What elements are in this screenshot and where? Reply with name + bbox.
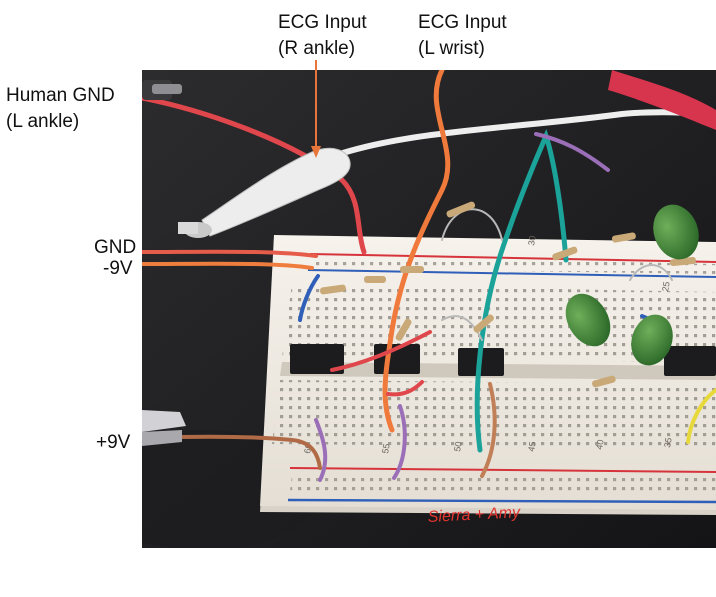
ecg-input-l-wrist-label: ECG Input (L wrist)	[418, 12, 507, 59]
alligator-clip-top-left	[142, 80, 182, 100]
gnd-wire	[142, 249, 318, 258]
column-number: 40	[594, 439, 606, 451]
orange-wire	[382, 70, 451, 433]
r-ankle-arrow-stem	[315, 60, 317, 72]
top-red-rail-line	[309, 253, 716, 263]
breadboard: 60 55 50 45 40 35 30 25 Sierra + Amy	[260, 235, 716, 526]
bottom-red-rail-line	[289, 467, 716, 473]
handwritten-names: Sierra + Amy	[427, 504, 521, 526]
pos-9v-wire	[142, 434, 322, 470]
top-blue-rail-line	[307, 269, 716, 278]
column-number: 30	[526, 235, 538, 247]
neg-9v-label: -9V	[103, 258, 133, 279]
bottom-blue-rail-line	[287, 498, 716, 504]
capacitors	[565, 204, 699, 366]
alligator-clip-r-ankle	[178, 147, 351, 238]
gnd-label: GND	[94, 237, 137, 258]
breadboard-ecg-circuit-photo: 60 55 50 45 40 35 30 25 Sierra + Amy	[142, 70, 716, 548]
column-number: 35	[662, 437, 674, 449]
r-ankle-arrowhead	[311, 146, 321, 158]
column-number: 45	[526, 441, 538, 453]
column-number: 50	[452, 441, 464, 453]
red-clip-top-right	[608, 70, 716, 130]
resistors	[319, 201, 696, 388]
pos-9v-label: +9V	[96, 432, 131, 453]
column-number: 60	[302, 443, 314, 455]
neg-9v-wire	[142, 261, 314, 270]
purple-wire	[534, 132, 610, 172]
column-number: 55	[380, 443, 392, 455]
ic-chip	[290, 344, 344, 374]
alligator-clip-pos-9v	[142, 410, 186, 446]
ic-chip	[664, 346, 716, 376]
human-gnd-label: Human GND (L ankle)	[6, 85, 115, 132]
teal-wire	[474, 128, 569, 453]
column-number: 25	[660, 281, 672, 293]
ecg-input-r-ankle-label: ECG Input (R ankle)	[278, 12, 367, 59]
